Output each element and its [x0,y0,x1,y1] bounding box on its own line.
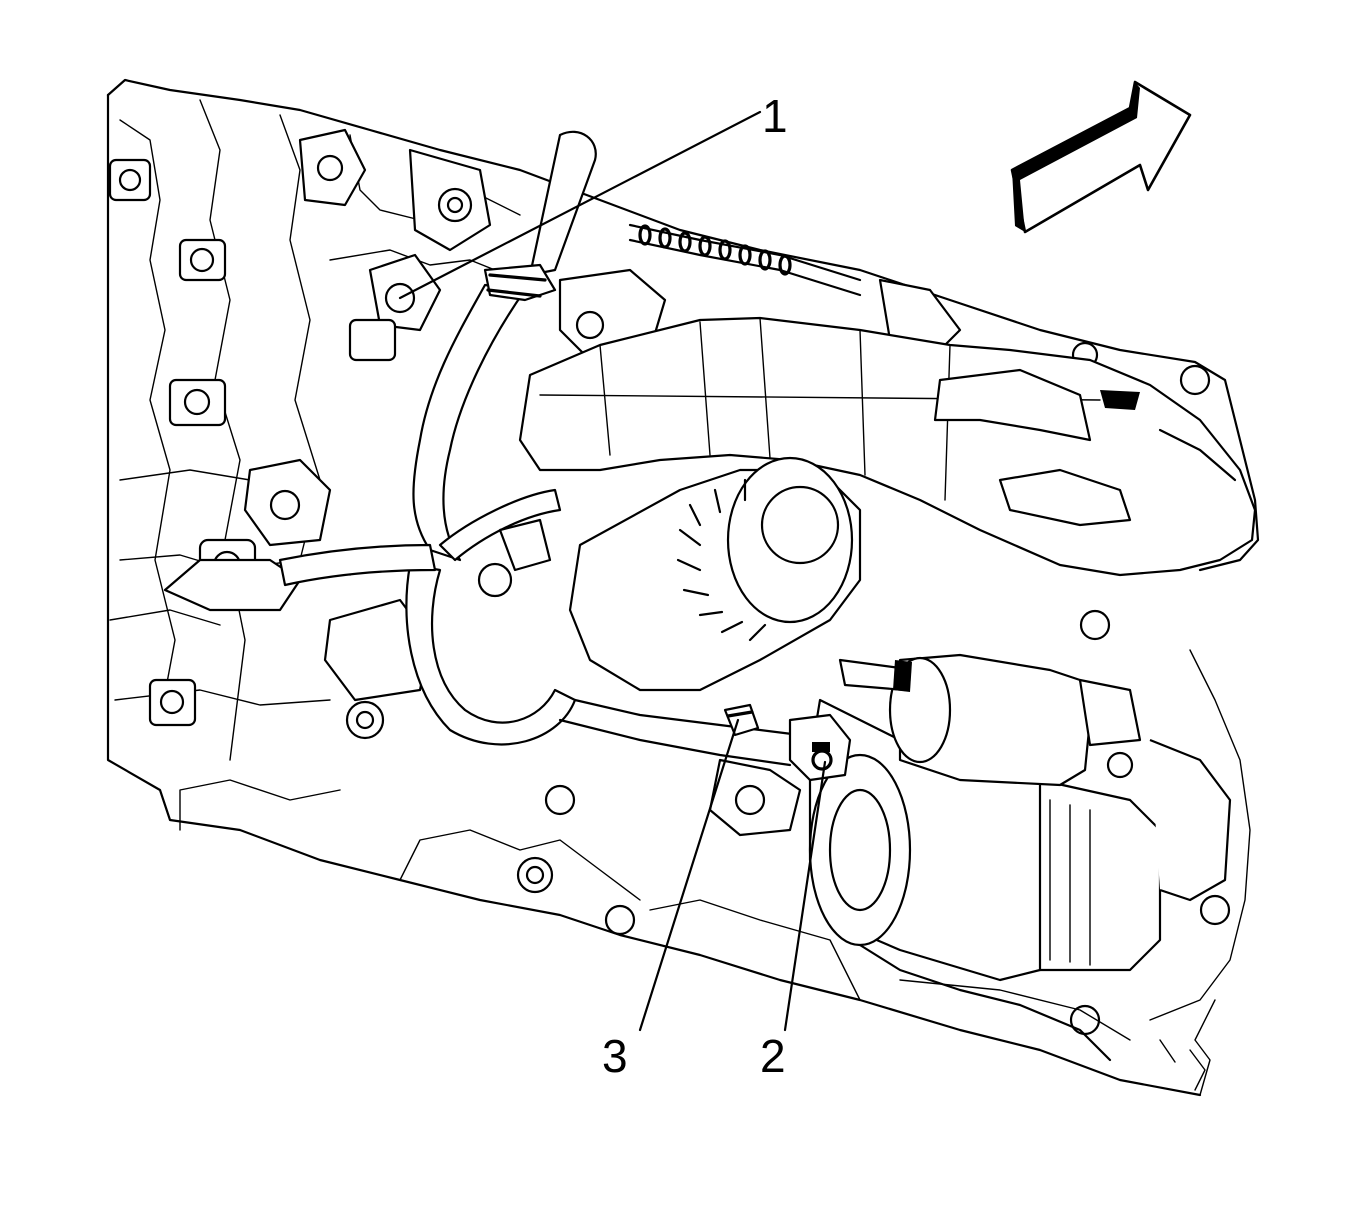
leader-line-3 [638,718,740,1032]
harness-clip-area [723,703,760,737]
leader-lines [398,110,827,1032]
coolant-hose [412,130,597,562]
lower-right-mount [858,894,1231,1091]
housing-slots [676,478,767,642]
starter-motor [568,456,1232,1036]
left-brackets [108,128,636,936]
belt-cogs [638,224,792,276]
heat-shield [518,316,1257,577]
wiring-harness [278,488,862,767]
leader-line-1 [398,110,762,300]
callout-1: 1 [762,90,788,142]
leader-line-2 [783,760,827,1032]
callout-3: 3 [602,1030,628,1082]
callout-2: 2 [760,1030,786,1082]
front-arrow-icon [1010,80,1192,234]
